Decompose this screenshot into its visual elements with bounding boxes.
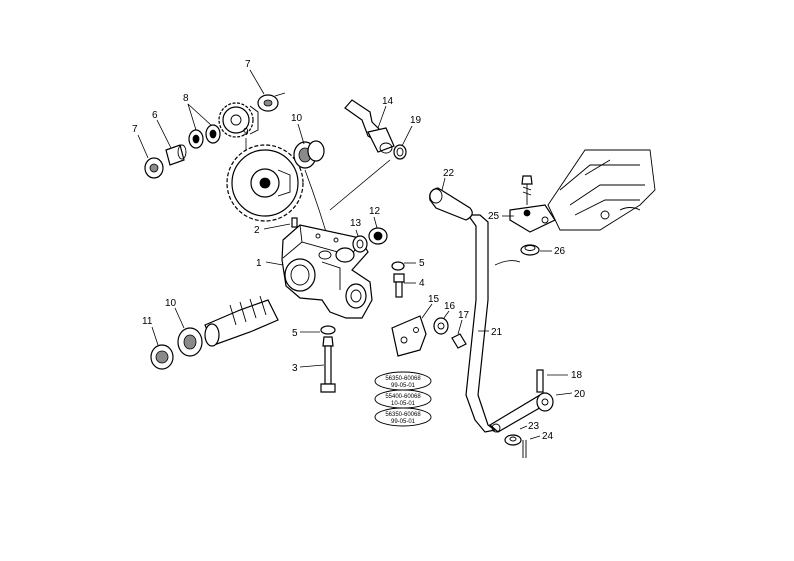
serial-note-3-line1: 56350-60068 <box>385 412 421 418</box>
serial-note-1: 56350-60068 99-05-01 <box>374 371 432 391</box>
washer-5-top <box>391 261 405 271</box>
callout-5-bottom: 5 <box>292 328 298 339</box>
callout-6: 6 <box>152 110 158 121</box>
shift-arm-14 <box>344 99 395 154</box>
callout-24: 24 <box>542 431 554 442</box>
callout-7-left: 7 <box>132 124 138 135</box>
ball-bearing-10-top <box>293 140 325 169</box>
serial-note-1-line2: 99-05-01 <box>391 383 416 389</box>
serial-note-2-line2: 10-05-01 <box>391 401 416 407</box>
callout-2: 2 <box>254 225 260 236</box>
shift-lever-21 <box>465 214 497 433</box>
machine-frame-fragment <box>547 149 656 231</box>
pin-part-18 <box>536 369 544 393</box>
lever-knob-22 <box>429 187 473 221</box>
shift-link-bar <box>488 392 554 433</box>
bracket-15 <box>391 315 427 357</box>
bolt-part <box>521 175 533 205</box>
o-ring-19 <box>393 144 407 160</box>
cotter-pin-24 <box>522 440 527 458</box>
callout-3: 3 <box>292 363 298 374</box>
callout-20: 20 <box>574 389 586 400</box>
callout-17: 17 <box>458 310 470 321</box>
callout-7-top: 7 <box>245 59 251 70</box>
serial-note-2-line1: 55400-60068 <box>385 394 421 400</box>
ball-bearing-11 <box>150 344 174 370</box>
thrust-washer-7-bottom <box>144 157 164 179</box>
plug-12 <box>368 227 388 245</box>
callout-13: 13 <box>350 218 362 229</box>
nut-16 <box>433 317 449 335</box>
callout-22: 22 <box>443 168 455 179</box>
callout-1: 1 <box>256 258 262 269</box>
callout-10-top: 10 <box>291 113 303 124</box>
callout-14: 14 <box>382 96 394 107</box>
ball-bearing-10-bottom <box>177 327 203 357</box>
callout-11: 11 <box>142 316 153 327</box>
needle-bearing-8b <box>205 124 221 144</box>
bolt-4 <box>393 273 405 298</box>
washer-5-bottom <box>320 325 336 335</box>
dowel-pin-2 <box>291 217 298 228</box>
nut-part-26 <box>520 244 540 256</box>
collar-6 <box>165 144 187 166</box>
bolt-17 <box>451 333 467 349</box>
serial-note-3: 56350-60068 99-05-01 <box>374 407 432 427</box>
callout-8: 8 <box>183 93 189 104</box>
callout-16: 16 <box>444 301 456 312</box>
thrust-washer-7-top <box>257 92 286 112</box>
callout-25: 25 <box>488 211 500 222</box>
needle-bearing-8a <box>188 129 204 149</box>
callout-4: 4 <box>419 278 425 289</box>
serial-note-2: 55400-60068 10-05-01 <box>374 389 432 409</box>
callout-10-bottom: 10 <box>165 298 177 309</box>
callout-21: 21 <box>491 327 503 338</box>
callout-19: 19 <box>410 115 422 126</box>
large-gear-9 <box>226 144 304 222</box>
callout-18: 18 <box>571 370 583 381</box>
washer-part-23 <box>504 434 522 446</box>
callout-5-right: 5 <box>419 258 425 269</box>
oil-seal-13 <box>352 235 368 253</box>
bracket-part-25 <box>509 204 556 233</box>
splined-shaft <box>204 295 279 347</box>
callout-23: 23 <box>528 421 540 432</box>
callout-9: 9 <box>243 127 249 138</box>
gearbox-housing-1 <box>281 224 373 319</box>
callout-12: 12 <box>369 206 381 217</box>
leader-lines <box>137 69 573 440</box>
callout-labels: 7 8 10 9 14 19 7 6 22 25 26 2 13 12 1 5 … <box>132 59 586 442</box>
serial-note-3-line2: 99-05-01 <box>391 419 416 425</box>
callout-26: 26 <box>554 246 566 257</box>
callout-15: 15 <box>428 294 440 305</box>
bolt-3 <box>320 336 336 393</box>
small-gear <box>218 102 259 138</box>
serial-note-1-line1: 56350-60068 <box>385 376 421 382</box>
